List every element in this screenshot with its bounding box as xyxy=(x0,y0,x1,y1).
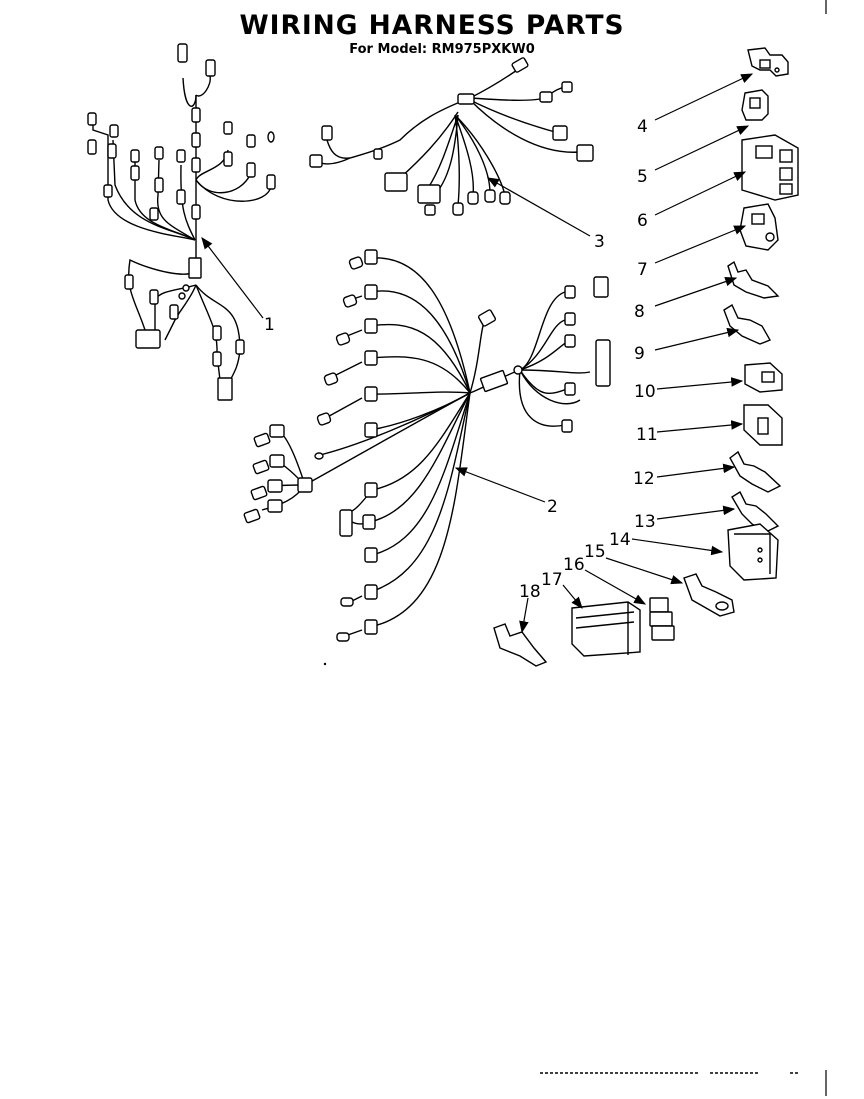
callout-2: 2 xyxy=(547,497,558,517)
part-17 xyxy=(571,601,641,657)
model-subtitle: For Model: RM975PXKW0 xyxy=(349,42,535,57)
callout-10: 10 xyxy=(634,382,656,402)
page-title: WIRING HARNESS PARTS xyxy=(239,10,625,41)
harness-1 xyxy=(87,43,276,401)
part-8 xyxy=(727,260,780,299)
part-18 xyxy=(493,623,548,667)
callout-1: 1 xyxy=(264,315,275,335)
part-14 xyxy=(727,523,779,581)
harness-3 xyxy=(309,57,594,216)
callout-9: 9 xyxy=(634,344,645,364)
callout-5: 5 xyxy=(637,167,648,187)
part-10 xyxy=(744,362,783,393)
callout-14: 14 xyxy=(609,530,631,550)
part-15 xyxy=(683,573,735,617)
part-4 xyxy=(747,47,789,77)
callout-16: 16 xyxy=(563,555,585,575)
callout-7: 7 xyxy=(637,260,648,280)
callout-15: 15 xyxy=(584,542,606,562)
callout-4: 4 xyxy=(637,117,648,137)
part-9 xyxy=(723,303,772,345)
callout-3: 3 xyxy=(594,232,605,252)
callout-18: 18 xyxy=(519,582,541,602)
part-6 xyxy=(741,134,799,201)
part-5 xyxy=(741,89,769,121)
part-11 xyxy=(743,404,783,446)
callout-11: 11 xyxy=(636,425,658,445)
callout-13: 13 xyxy=(634,512,656,532)
part-12 xyxy=(729,450,782,493)
callout-8: 8 xyxy=(634,302,645,322)
part-7 xyxy=(739,203,779,251)
callout-12: 12 xyxy=(633,469,655,489)
callout-6: 6 xyxy=(637,211,648,231)
part-16 xyxy=(649,597,675,641)
callout-17: 17 xyxy=(541,570,563,590)
harness-2 xyxy=(243,249,611,642)
part-13 xyxy=(731,490,780,533)
